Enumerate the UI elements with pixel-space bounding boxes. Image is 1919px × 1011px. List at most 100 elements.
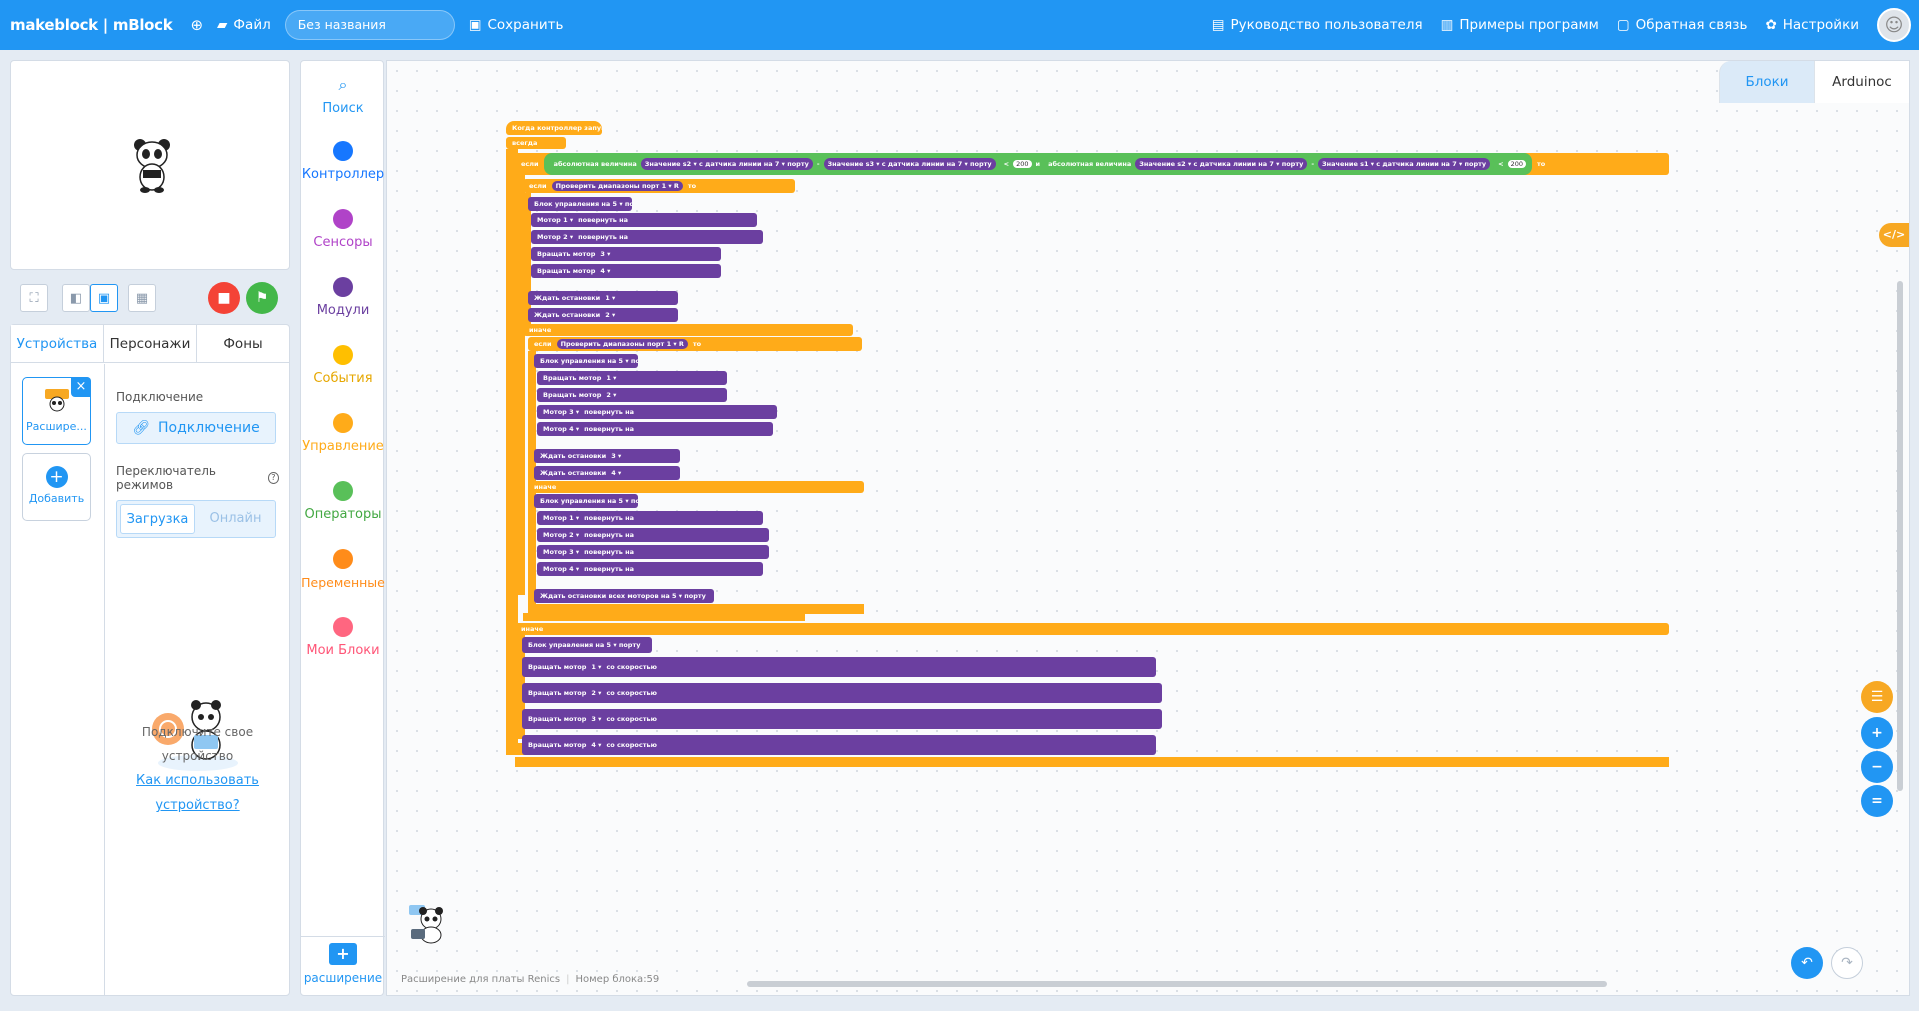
book-icon: ▥ xyxy=(1440,17,1454,33)
category-events[interactable]: События xyxy=(301,345,385,386)
category-search[interactable]: ⌕ Поиск xyxy=(301,75,385,116)
help-icon[interactable]: ? xyxy=(267,472,279,484)
motor-turn-3[interactable]: Мотор 3 ▾повернуть на xyxy=(537,405,777,419)
close-icon[interactable]: × xyxy=(71,377,91,397)
category-modules[interactable]: Модули xyxy=(301,277,385,318)
wait-stop-all[interactable]: Ждать остановки всех моторов на 5 ▾ порт… xyxy=(534,589,714,603)
forever-block[interactable]: всегда xyxy=(506,137,566,149)
undo-icon[interactable]: ↶ xyxy=(1791,947,1823,979)
gear-icon: ✿ xyxy=(1765,17,1777,33)
if-block-outer[interactable]: если абсолютная величина Значение s2 ▾ с… xyxy=(515,153,1669,175)
variables-dot-icon xyxy=(333,549,353,569)
category-variables[interactable]: Переменные xyxy=(301,549,385,590)
connect-button[interactable]: 🔗︎ Подключение xyxy=(116,412,276,444)
file-menu-button[interactable]: ▰ Файл xyxy=(217,17,271,33)
grid-view-icon[interactable]: ▦ xyxy=(128,284,156,312)
block-control-4[interactable]: Блок управления на 5 ▾ порту xyxy=(522,637,652,653)
abs-block-2: абсолютная величина Значение s2 ▾ с датч… xyxy=(1044,156,1495,172)
script-workspace[interactable]: Блоки Arduinoc </> Когда контроллер запу… xyxy=(386,60,1910,996)
small-stage-icon[interactable]: ◧ xyxy=(62,284,90,312)
motor-turn-5[interactable]: Мотор 1 ▾повернуть на xyxy=(537,511,763,525)
block-control-3[interactable]: Блок управления на 5 ▾ порту xyxy=(534,494,638,508)
how-to-link[interactable]: Как использовать xyxy=(136,773,259,788)
stop-button[interactable]: ■ xyxy=(208,282,240,314)
zoom-reset-icon[interactable]: = xyxy=(1861,785,1893,817)
link-icon: 🔗︎ xyxy=(132,420,151,436)
add-device-button[interactable]: + Добавить xyxy=(22,453,91,521)
else-2[interactable]: иначе xyxy=(528,481,864,493)
panda-sprite[interactable] xyxy=(131,136,173,194)
block-control-2[interactable]: Блок управления на 5 ▾ порту xyxy=(534,354,638,368)
device-card[interactable]: × Расшире... xyxy=(22,377,91,445)
motor-turn-1[interactable]: Мотор 1 ▾повернуть на xyxy=(531,213,757,227)
vertical-scrollbar[interactable] xyxy=(1897,281,1903,791)
chat-icon: ▢ xyxy=(1616,17,1630,33)
if-block-check-1[interactable]: если Проверить диапазоны порт 1 ▾ R то xyxy=(523,179,795,193)
feedback-button[interactable]: ▢ Обратная связь xyxy=(1616,17,1748,33)
motor-turn-2[interactable]: Мотор 2 ▾повернуть на xyxy=(531,230,763,244)
tab-sprites[interactable]: Персонажи xyxy=(104,325,197,362)
large-stage-icon[interactable]: ▣ xyxy=(90,284,118,312)
how-to-link-2[interactable]: устройство? xyxy=(155,798,240,813)
green-flag-button[interactable]: ⚑ xyxy=(246,282,278,314)
and-condition[interactable]: абсолютная величина Значение s2 ▾ с датч… xyxy=(543,153,1533,175)
globe-icon[interactable]: ⊕ xyxy=(190,16,204,34)
tab-arduino-code[interactable]: Arduinoc xyxy=(1814,61,1909,103)
motor-turn-6[interactable]: Мотор 2 ▾повернуть на xyxy=(537,528,769,542)
motor-turn-4[interactable]: Мотор 4 ▾повернуть на xyxy=(537,422,773,436)
zoom-in-icon[interactable]: + xyxy=(1861,717,1893,749)
extension-button[interactable]: + расширение xyxy=(303,943,383,985)
project-name-input[interactable]: Без названия xyxy=(284,10,455,40)
category-controller[interactable]: Контроллер xyxy=(301,141,385,182)
if-end-2 xyxy=(528,604,864,614)
sprite-thumbnail[interactable] xyxy=(405,901,449,945)
abs-block-1: абсолютная величина Значение s2 ▾ с датч… xyxy=(549,156,1000,172)
mode-upload[interactable]: Загрузка xyxy=(120,504,195,534)
category-operators[interactable]: Операторы xyxy=(301,481,385,522)
block-control-1[interactable]: Блок управления на 5 ▾ порту xyxy=(528,197,632,211)
if-end-1 xyxy=(523,613,805,621)
category-my-blocks[interactable]: Мои Блоки xyxy=(301,617,385,658)
mode-online[interactable]: Онлайн xyxy=(209,511,262,526)
extension-plus-icon: + xyxy=(329,943,357,965)
block-list-icon[interactable]: ☰ xyxy=(1861,681,1893,713)
tab-backdrops[interactable]: Фоны xyxy=(223,336,263,352)
if-arm-outer xyxy=(515,175,525,595)
save-icon: ▣ xyxy=(468,17,482,33)
else-outer[interactable]: иначе xyxy=(515,623,1669,635)
user-guide-button[interactable]: ▤ Руководство пользователя xyxy=(1211,17,1423,33)
motor-turn-7[interactable]: Мотор 3 ▾повернуть на xyxy=(537,545,769,559)
else-1[interactable]: иначе xyxy=(523,324,853,336)
if-block-check-2[interactable]: если Проверить диапазоны порт 1 ▾ R то xyxy=(528,337,862,351)
horizontal-scrollbar[interactable] xyxy=(747,981,1607,987)
examples-button[interactable]: ▥ Примеры программ xyxy=(1440,17,1599,33)
settings-button[interactable]: ✿ Настройки xyxy=(1765,17,1859,33)
category-sensors[interactable]: Сенсоры xyxy=(301,209,385,250)
zoom-out-icon[interactable]: − xyxy=(1861,751,1893,783)
redo-icon[interactable]: ↷ xyxy=(1831,947,1863,979)
tab-blocks[interactable]: Блоки xyxy=(1719,61,1814,103)
tab-devices[interactable]: Устройства xyxy=(11,325,104,362)
motor-turn-8[interactable]: Мотор 4 ▾повернуть на xyxy=(537,562,763,576)
folder-icon: ▰ xyxy=(217,17,228,33)
hat-block[interactable]: Когда контроллер запущен xyxy=(506,121,602,135)
code-view-icon[interactable]: </> xyxy=(1879,223,1909,247)
sensor-value-4: Значение s1 ▾ с датчика линии на 7 ▾ пор… xyxy=(1318,158,1491,170)
fullscreen-icon[interactable]: ⛶ xyxy=(20,284,48,312)
category-control[interactable]: Управление xyxy=(301,413,385,454)
user-avatar[interactable]: ☺ xyxy=(1877,8,1911,42)
save-button[interactable]: ▣ Сохранить xyxy=(468,17,564,33)
app-logo: makeblock | mBlock xyxy=(10,16,173,34)
